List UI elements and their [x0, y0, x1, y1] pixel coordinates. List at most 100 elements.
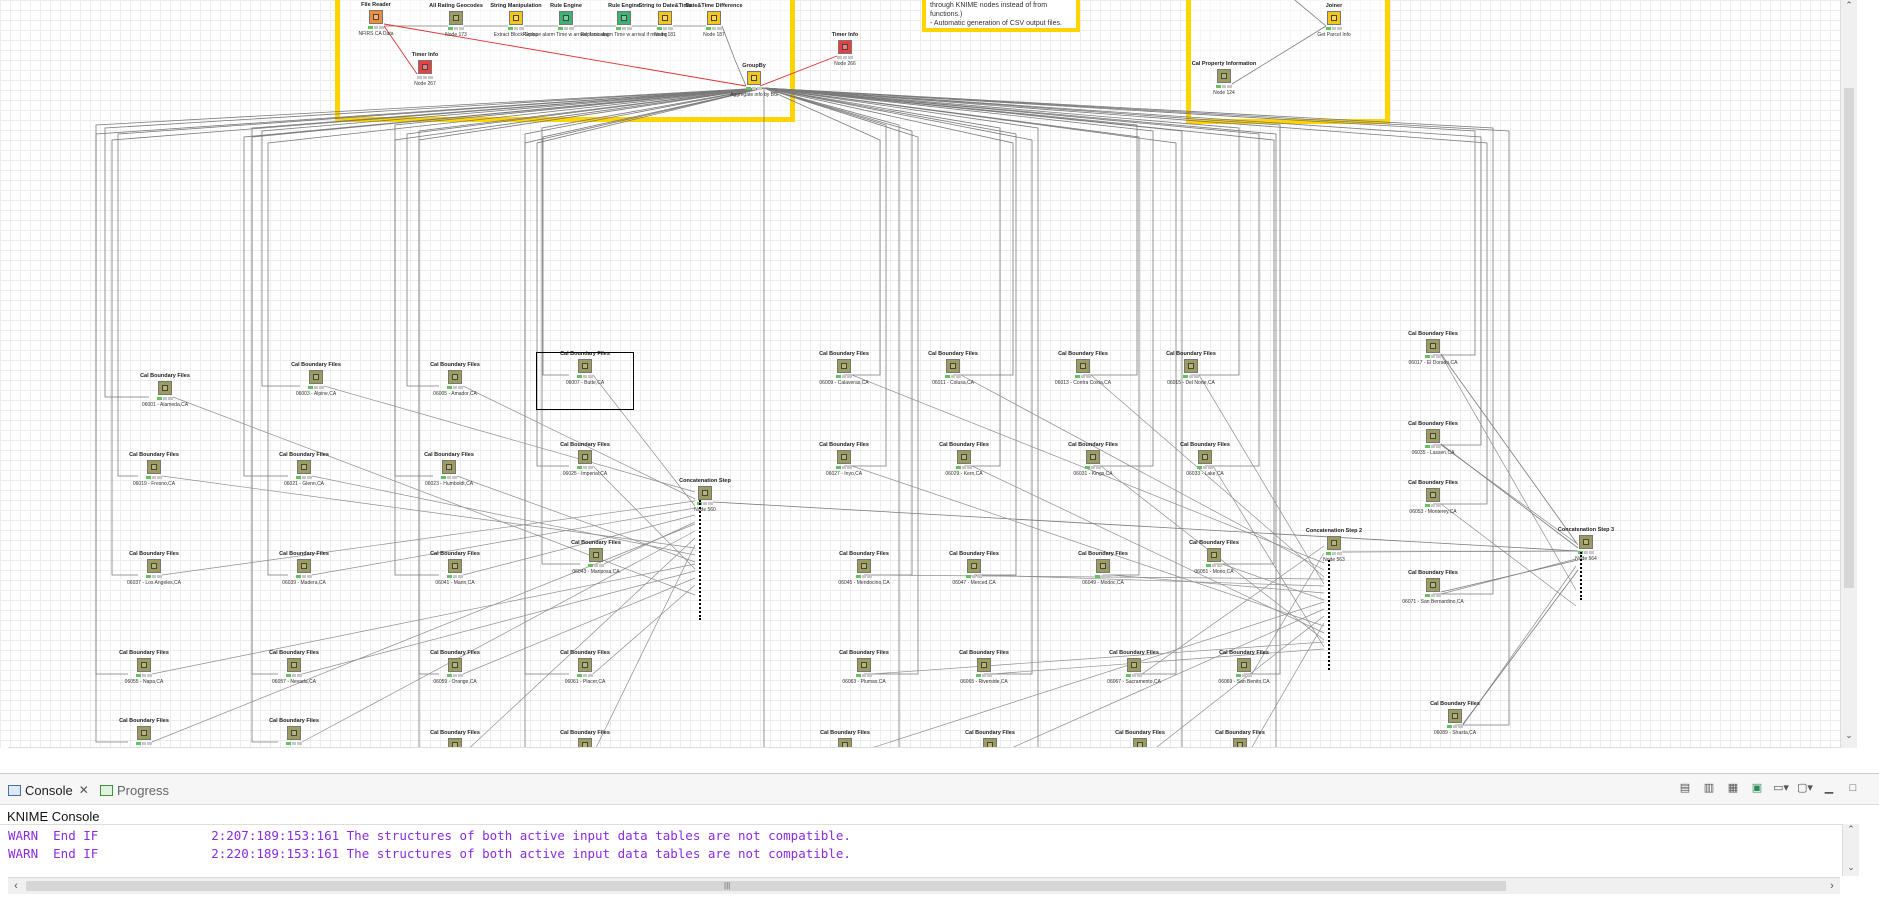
- workflow-node[interactable]: Cal Boundary Files: [795, 730, 895, 748]
- node-title: String to Date&Time: [638, 3, 692, 9]
- workflow-node[interactable]: Cal Boundary Files: [535, 730, 635, 748]
- minimize-icon[interactable]: ▁: [1824, 782, 1834, 794]
- connection-wire: [1440, 353, 1579, 546]
- workflow-canvas[interactable]: through KNIME nodes instead of from func…: [0, 0, 1840, 748]
- console-output[interactable]: WARN End IF 2:207:189:153:161 The struct…: [0, 824, 1858, 877]
- node-label: 06071 - San Bernardino,CA: [1402, 599, 1464, 605]
- node-title: Cal Boundary Files: [959, 650, 1009, 656]
- node-label: 06027 - Inyo,CA: [825, 471, 863, 477]
- node-title: Cal Boundary Files: [819, 442, 869, 448]
- tab-console[interactable]: Console ✕: [8, 780, 89, 800]
- scroll-down-icon[interactable]: ⌄: [1847, 862, 1855, 872]
- open-console-icon[interactable]: ▢▾: [1797, 782, 1813, 794]
- workflow-node[interactable]: Cal Boundary Files: [405, 730, 505, 748]
- connection-wire: [524, 87, 765, 748]
- node-status-lights: [616, 27, 633, 30]
- connection-wire: [462, 514, 696, 576]
- node-icon: [589, 548, 603, 562]
- workflow-node[interactable]: Cal Boundary Files: [1090, 730, 1190, 748]
- close-icon[interactable]: ✕: [78, 783, 89, 797]
- workflow-node[interactable]: Cal Boundary Files: [1190, 730, 1290, 748]
- scroll-up-icon[interactable]: ⌃: [1845, 0, 1853, 10]
- word-wrap-icon[interactable]: ▦: [1727, 782, 1739, 794]
- scroll-right-icon[interactable]: ›: [1830, 880, 1834, 892]
- console-vertical-scrollbar[interactable]: ⌃ ⌄: [1842, 824, 1859, 876]
- workflow-node[interactable]: Cal Boundary Files: [94, 718, 194, 748]
- clear-console-icon[interactable]: ▤: [1679, 782, 1691, 794]
- node-icon: [946, 359, 960, 373]
- tab-console-label: Console: [25, 782, 73, 798]
- node-status-lights: [1126, 674, 1143, 677]
- pin-console-icon[interactable]: ▣: [1751, 782, 1763, 794]
- scroll-down-icon[interactable]: ⌄: [1845, 730, 1853, 740]
- tab-progress[interactable]: Progress: [100, 780, 169, 800]
- scrollbar-thumb[interactable]: [26, 881, 1506, 891]
- scroll-lock-icon[interactable]: ▥: [1703, 782, 1715, 794]
- display-console-icon[interactable]: ▭▾: [1773, 782, 1789, 794]
- canvas-horizontal-scrollbar[interactable]: ‹ ||| ›: [8, 747, 1840, 748]
- node-title: Cal Boundary Files: [129, 452, 179, 458]
- scroll-up-icon[interactable]: ⌃: [1847, 824, 1855, 834]
- workflow-node[interactable]: Cal Boundary Files 06027 - Inyo,CA: [794, 442, 894, 502]
- connection-wire: [763, 87, 919, 675]
- workflow-node[interactable]: Cal Boundary Files: [244, 718, 344, 748]
- workflow-node[interactable]: Cal Boundary Files: [940, 730, 1040, 748]
- console-horizontal-scrollbar[interactable]: ‹ ||| ›: [8, 877, 1840, 894]
- maximize-icon[interactable]: □: [1849, 782, 1857, 794]
- scroll-left-icon[interactable]: ‹: [14, 880, 18, 892]
- scrollbar-thumb[interactable]: [1844, 88, 1854, 588]
- canvas-vertical-scrollbar[interactable]: ⌃ ⌄: [1840, 0, 1857, 748]
